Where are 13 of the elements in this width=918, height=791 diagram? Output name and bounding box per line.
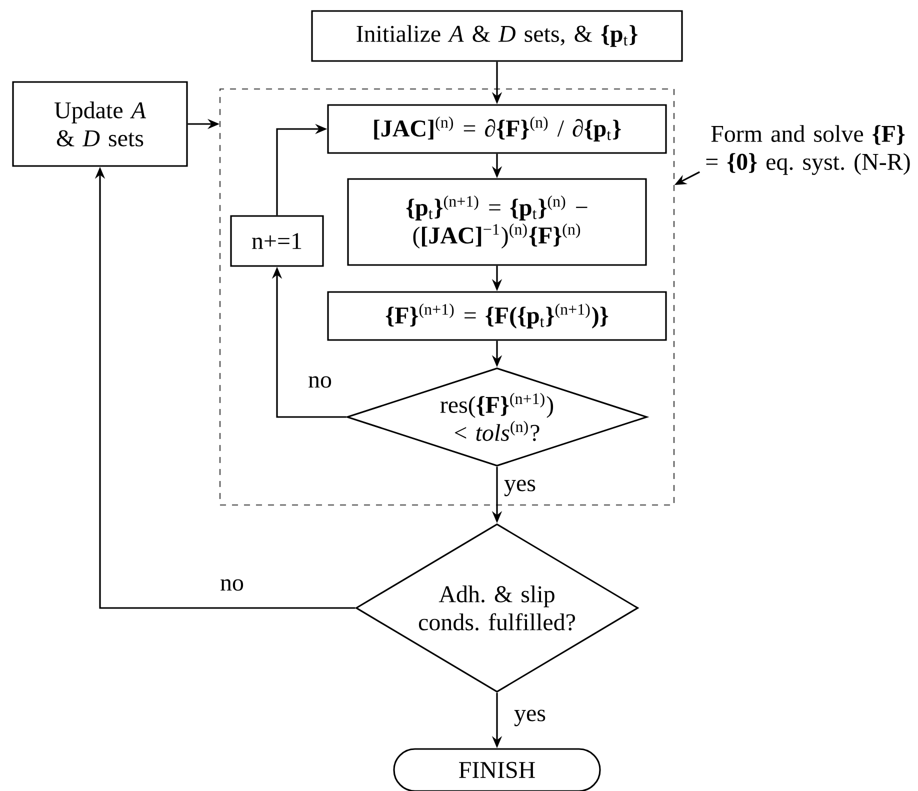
- edge-label: no: [218, 577, 246, 593]
- process-box: n+=1: [230, 215, 324, 267]
- annotation-text: Form and solve {F} = {0} eq. syst. (N-R): [706, 125, 910, 175]
- edge-label: yes: [512, 708, 548, 728]
- process-box: {F}$^{(n+1)}$ = {F({p$_{t}$}$^{(n+1)}$)}: [327, 291, 667, 341]
- edge-label: yes: [502, 478, 538, 498]
- edge-label: no: [306, 374, 334, 390]
- terminal-box: FINISH: [393, 748, 601, 791]
- dashed-frame: [220, 88, 674, 506]
- process-box: [JAC]$^{(n)}$ = ∂{F}$^{(n)}$ / ∂{p$_{t}$}: [327, 104, 667, 154]
- process-box: Update A & D sets: [12, 81, 188, 167]
- process-box: {p$_{t}$}$^{(n+1)}$ = {p$_{t}$}$^{(n)}$ − ([JAC]$^{−1}$)$^{(n)}${F}$^{(n)}$: [347, 178, 647, 266]
- process-box: Initialize A & D sets, & {p$_{t}$}: [311, 10, 683, 62]
